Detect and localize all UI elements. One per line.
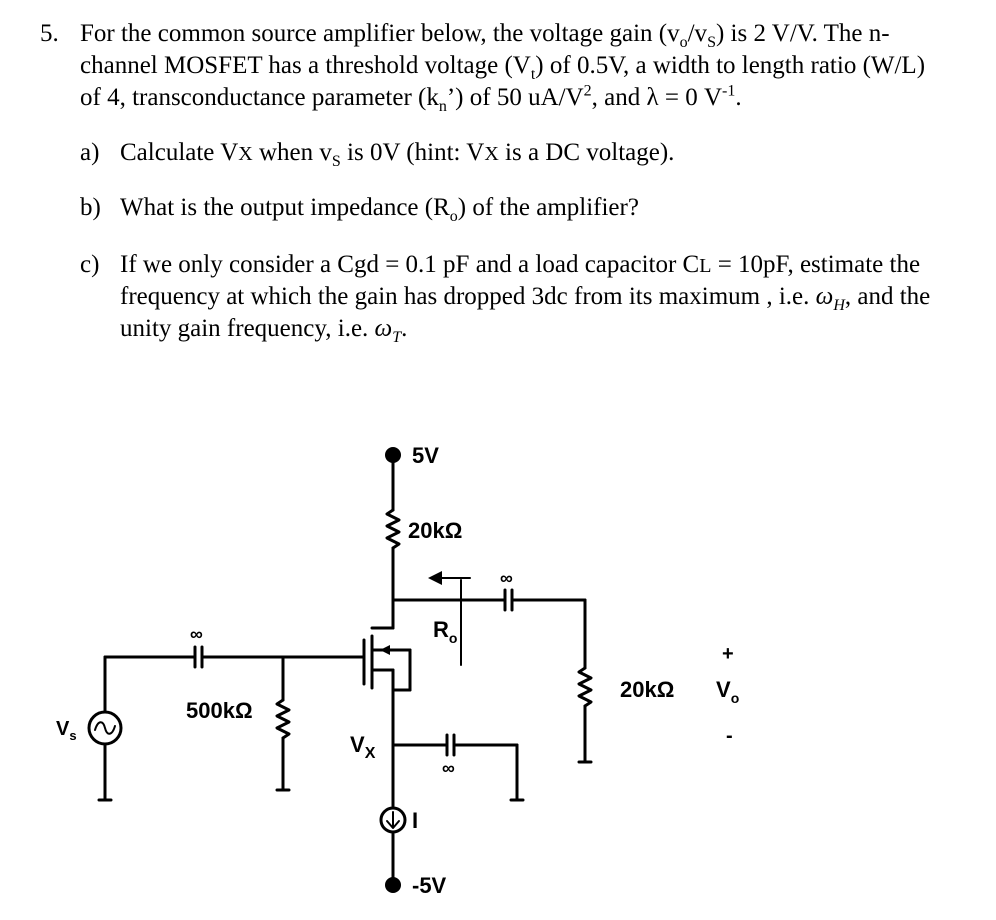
drain-resistor xyxy=(385,508,401,550)
text-fragment: T xyxy=(392,329,402,346)
supply-bottom-label: -5V xyxy=(412,873,447,898)
ac-source-wave xyxy=(94,721,116,735)
output-minus: - xyxy=(726,725,733,747)
part-label: c) xyxy=(80,251,100,278)
text-fragment: X xyxy=(238,143,253,165)
text-fragment: S xyxy=(331,153,341,170)
current-source-label: I xyxy=(412,808,418,833)
text-fragment: 2 xyxy=(583,82,592,100)
output-impedance-label: Ro xyxy=(433,617,457,646)
vo-sub: o xyxy=(731,690,740,706)
text-fragment: n xyxy=(438,98,447,115)
part-label: a) xyxy=(80,139,100,166)
current-arrow-head xyxy=(386,820,400,829)
output-cap-infinity: ∞ xyxy=(500,568,513,588)
question-stem: For the common source amplifier below, t… xyxy=(80,18,980,115)
vs-main: V xyxy=(56,718,70,740)
part-label: b) xyxy=(80,194,101,221)
text-fragment: H xyxy=(833,297,845,314)
ro-arrow-head xyxy=(428,571,442,585)
vx-sub: X xyxy=(365,745,376,762)
input-cap-infinity: ∞ xyxy=(190,624,203,644)
ro-sub: o xyxy=(449,630,458,646)
stem-line: channel MOSFET has a threshold voltage (… xyxy=(80,52,926,83)
text-fragment: ω xyxy=(815,283,834,310)
vx-main: V xyxy=(350,732,365,757)
text-fragment: S xyxy=(707,34,716,51)
text-fragment: ω xyxy=(374,315,393,342)
text-fragment: L xyxy=(699,255,712,277)
load-resistor-label: 20kΩ xyxy=(620,677,674,702)
supply-top-label: 5V xyxy=(412,443,439,468)
text-fragment: -1 xyxy=(722,82,736,100)
source-label: Vs xyxy=(56,718,77,743)
stem-line: For the common source amplifier below, t… xyxy=(80,20,890,51)
part-c: c) If we only consider a Cgd = 0.1 pF an… xyxy=(80,249,980,349)
text-fragment: t xyxy=(530,66,536,83)
question-number: 5. xyxy=(40,20,59,47)
part-text: Calculate VX when vS is 0V (hint: VX is … xyxy=(120,139,675,170)
supply-bottom-node xyxy=(385,877,401,893)
part-text: If we only consider a Cgd = 0.1 pF and a… xyxy=(120,251,921,278)
text-fragment: o xyxy=(449,208,458,225)
gate-resistor xyxy=(275,698,291,740)
bypass-cap-infinity: ∞ xyxy=(442,758,455,778)
text-fragment: o xyxy=(679,34,688,51)
gate-resistor-label: 500kΩ xyxy=(186,698,253,723)
part-text: frequency at which the gain has dropped … xyxy=(120,283,931,314)
drain-resistor-label: 20kΩ xyxy=(408,518,462,543)
output-label: Vo xyxy=(716,677,739,706)
part-text: What is the output impedance (Ro) of the… xyxy=(120,194,639,225)
output-plus: + xyxy=(722,643,734,665)
ro-main: R xyxy=(433,617,449,642)
stem-line: of 4, transconductance parameter (kn’) o… xyxy=(80,82,742,115)
node-vx-label: VX xyxy=(350,732,376,762)
mosfet-arrow xyxy=(380,645,390,655)
part-text: unity gain frequency, i.e. ωT. xyxy=(120,315,408,346)
load-resistor xyxy=(577,666,593,708)
vo-main: V xyxy=(716,677,731,702)
text-fragment: X xyxy=(484,143,499,165)
vs-sub: s xyxy=(69,728,76,743)
